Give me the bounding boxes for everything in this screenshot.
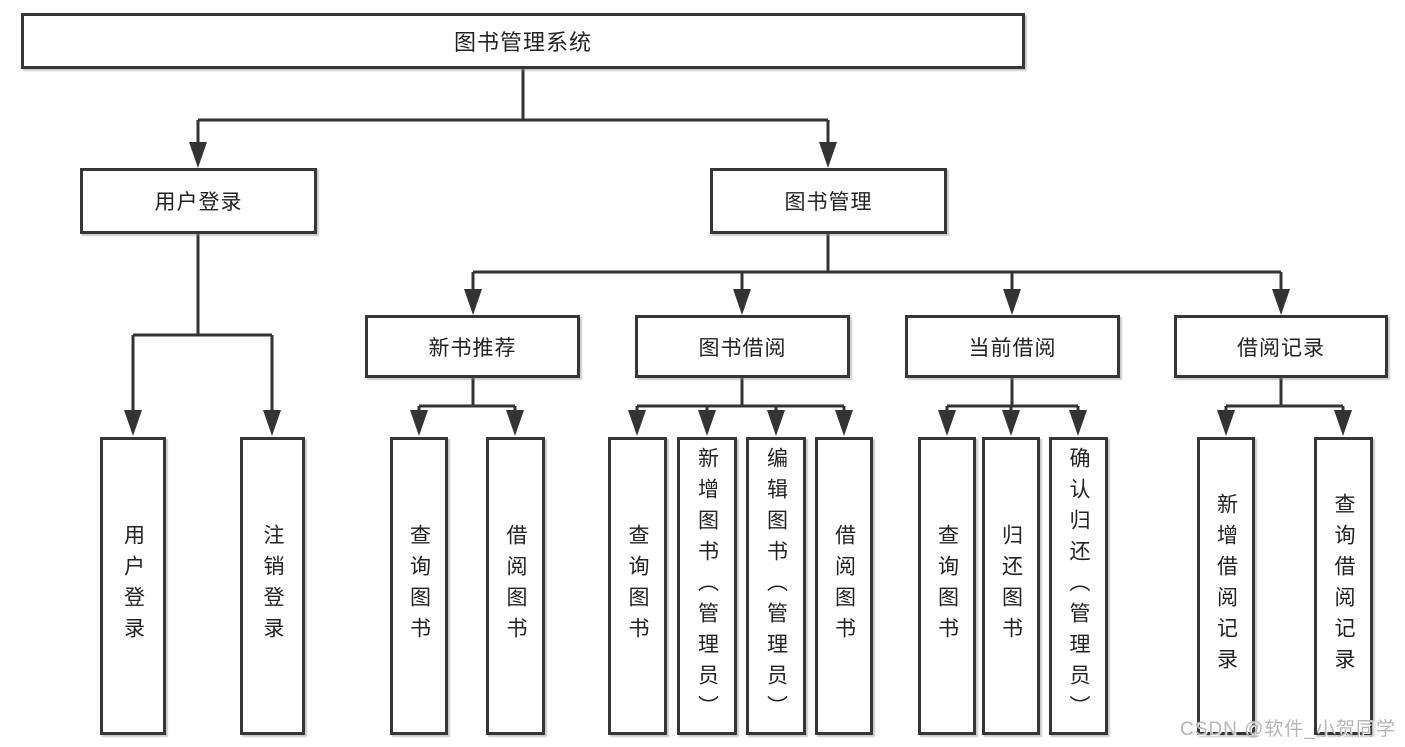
leaf-current-query-books: 查询图书 <box>918 437 976 735</box>
leaf-current-query-books-label: 查询图书 <box>935 524 959 648</box>
node-user-login-label: 用户登录 <box>154 191 243 214</box>
leaf-add-borrow-record-label: 新增借阅记录 <box>1214 493 1238 679</box>
node-new-book-recommend-label: 新书推荐 <box>428 336 517 360</box>
leaf-borrow-books: 借阅图书 <box>815 437 873 735</box>
node-book-management-label: 图书管理 <box>784 191 873 214</box>
leaf-borrow-books-label: 借阅图书 <box>832 524 856 648</box>
leaf-borrow-query-books: 查询图书 <box>608 437 667 735</box>
leaf-recommend-query-books-label: 查询图书 <box>407 524 431 648</box>
node-borrow-records: 借阅记录 <box>1174 315 1388 378</box>
leaf-edit-books-admin: 编辑图书（管理员） <box>746 437 806 735</box>
node-user-login: 用户登录 <box>80 168 317 234</box>
leaf-logout-label: 注销登录 <box>261 524 284 648</box>
node-book-borrow: 图书借阅 <box>635 315 850 378</box>
node-root: 图书管理系统 <box>21 13 1025 69</box>
arrowhead-icons <box>124 142 1352 436</box>
leaf-query-borrow-record: 查询借阅记录 <box>1314 437 1373 735</box>
leaf-confirm-return-admin: 确认归还（管理员） <box>1049 437 1108 735</box>
node-book-management: 图书管理 <box>710 168 947 234</box>
leaf-recommend-borrow-books-label: 借阅图书 <box>504 524 527 648</box>
watermark: CSDN @软件_小贺同学 <box>1180 719 1396 740</box>
leaf-confirm-return-admin-label: 确认归还（管理员） <box>1067 446 1090 726</box>
leaf-return-books-label: 归还图书 <box>999 524 1023 648</box>
leaf-recommend-query-books: 查询图书 <box>390 437 448 735</box>
leaf-logout: 注销登录 <box>240 437 305 735</box>
leaf-add-books-admin: 新增图书（管理员） <box>677 437 737 735</box>
leaf-edit-books-admin-label: 编辑图书（管理员） <box>764 446 788 726</box>
leaf-user-login-label: 用户登录 <box>121 524 145 648</box>
leaf-add-borrow-record: 新增借阅记录 <box>1197 437 1255 735</box>
node-book-borrow-label: 图书借阅 <box>698 336 787 360</box>
leaf-recommend-borrow-books: 借阅图书 <box>486 437 545 735</box>
leaf-add-books-admin-label: 新增图书（管理员） <box>695 446 719 726</box>
leaf-return-books: 归还图书 <box>982 437 1040 735</box>
node-new-book-recommend: 新书推荐 <box>365 315 580 378</box>
node-root-label: 图书管理系统 <box>453 30 592 55</box>
leaf-query-borrow-record-label: 查询借阅记录 <box>1332 493 1355 679</box>
node-current-borrow-label: 当前借阅 <box>968 336 1057 360</box>
node-borrow-records-label: 借阅记录 <box>1237 336 1325 360</box>
leaf-user-login: 用户登录 <box>100 437 166 735</box>
leaf-borrow-query-books-label: 查询图书 <box>626 524 649 648</box>
node-current-borrow: 当前借阅 <box>905 315 1120 378</box>
